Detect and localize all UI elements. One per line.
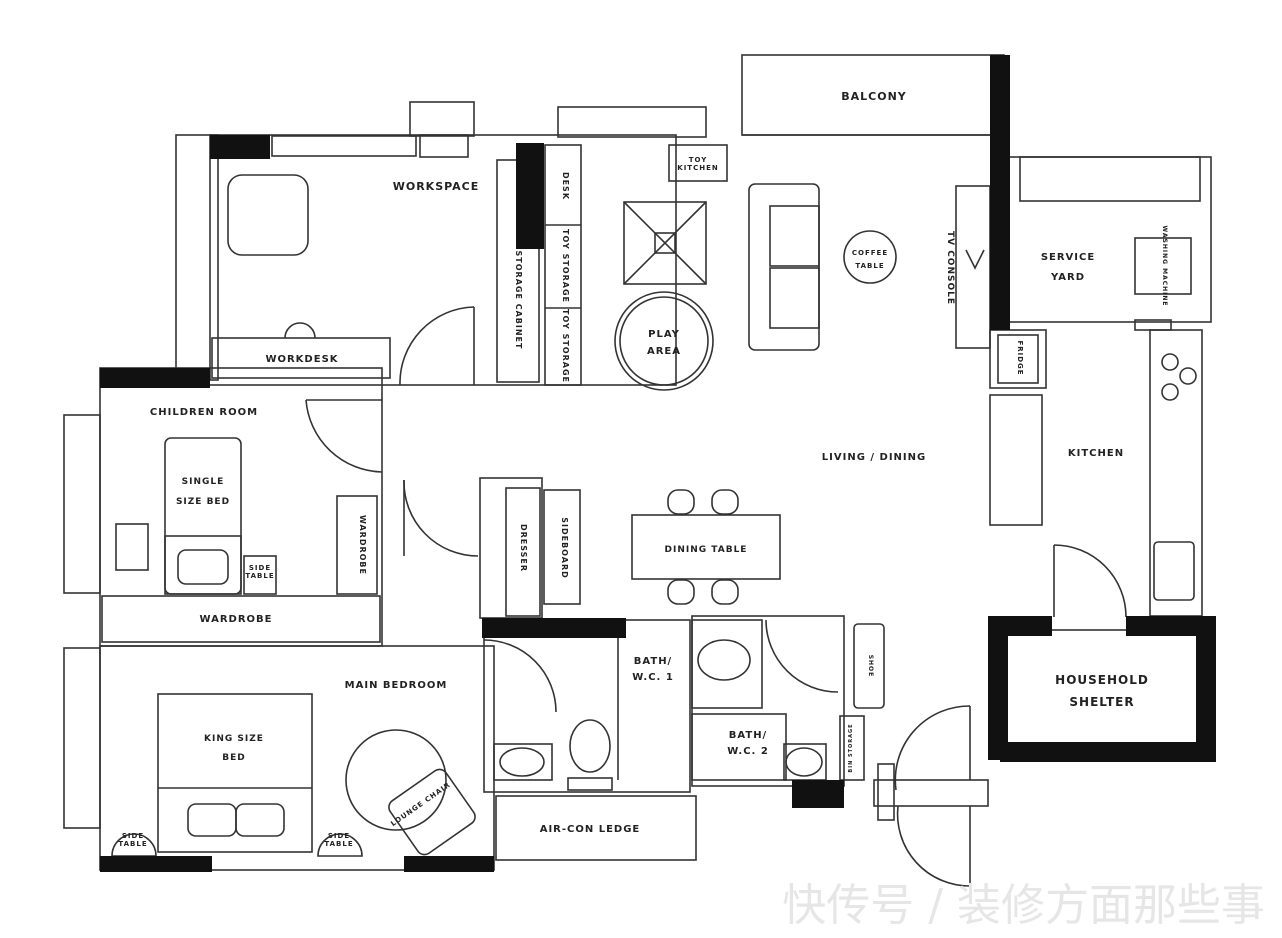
watermark: 快传号 / 装修方面那些事 [782,880,1265,931]
label-wardrobe-bottom: WARDROBE [200,614,273,625]
label-wardrobe-side: WARDROBE [358,515,367,575]
label-desk: DESK [561,172,570,200]
label-king-bed-2: BED [222,753,245,763]
label-bin-storage: BIN STORAGE [848,723,854,772]
label-coffee-table-2: TABLE [855,262,884,270]
label-single-bed-2: SIZE BED [176,497,230,507]
label-kitchen: KITCHEN [1068,448,1124,459]
label-service-yard-1: SERVICE [1041,252,1095,263]
label-household-2: SHELTER [1069,695,1134,709]
label-coffee-table-1: COFFEE [852,249,888,257]
label-washing-machine: WASHING MACHINE [1161,226,1168,307]
label-tv-console: TV CONSOLE [945,231,955,305]
label-dining-table: DINING TABLE [665,545,748,555]
label-aircon-ledge: AIR-CON LEDGE [540,824,641,835]
label-dresser: DRESSER [519,524,528,572]
label-living-dining: LIVING / DINING [822,452,926,463]
label-main-bedroom: MAIN BEDROOM [345,680,448,691]
label-toy-storage-2: TOY STORAGE [561,309,570,383]
label-service-yard-2: YARD [1050,272,1085,283]
label-king-bed-1: KING SIZE [204,734,264,744]
label-play-area-1: PLAY [648,329,680,340]
label-household-1: HOUSEHOLD [1055,673,1149,687]
label-balcony: BALCONY [841,90,907,103]
label-lounge-chair: LOUNGE CHAIR [389,781,452,828]
label-children-room: CHILDREN ROOM [150,407,258,418]
label-sideboard: SIDEBOARD [560,517,569,579]
label-storage-cabinet: STORAGE CABINET [514,251,523,350]
label-workdesk: WORKDESK [265,354,338,365]
label-bath1-2: W.C. 1 [632,672,674,683]
label-toy-storage-1: TOY STORAGE [561,229,570,303]
label-bath1-1: BATH/ [634,656,672,667]
label-bath2-1: BATH/ [729,730,767,741]
label-play-area-2: AREA [647,346,681,357]
label-fridge: FRIDGE [1016,340,1024,375]
label-workspace: WORKSPACE [393,180,480,193]
label-shoe: SHOE [867,655,874,678]
label-single-bed-1: SINGLE [182,477,225,487]
label-bath2-2: W.C. 2 [727,746,769,757]
